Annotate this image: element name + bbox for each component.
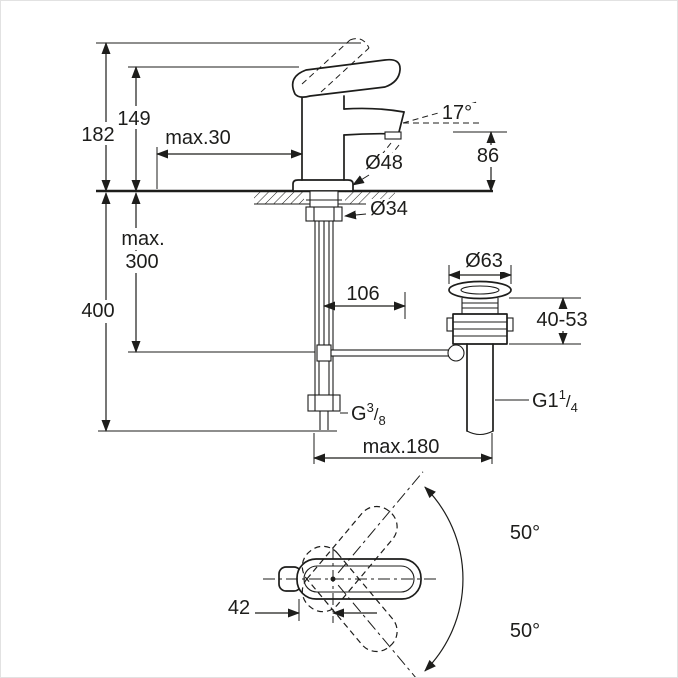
dim-86-label: 86 xyxy=(477,145,499,167)
dim-max180-label: max.180 xyxy=(363,436,440,458)
label-g3-8: G3/8 xyxy=(340,400,386,428)
label-50deg-upper: 50° xyxy=(510,522,540,544)
handle-swing-dashed-up xyxy=(301,471,424,613)
dim-106-label: 106 xyxy=(346,283,379,305)
label-g1-1-4-text: G11/4 xyxy=(532,387,578,415)
swing-arc xyxy=(424,486,464,672)
dim-dia63-label: Ø63 xyxy=(465,250,503,272)
dim-400-label: 400 xyxy=(81,300,114,322)
spout xyxy=(343,107,405,140)
label-dia48: Ø48 xyxy=(352,152,407,186)
dim-max30-label: max.30 xyxy=(165,127,231,149)
dim-max300-label-line2: 300 xyxy=(125,251,158,273)
label-dia48-text: Ø48 xyxy=(365,152,403,174)
pivot-point xyxy=(330,576,336,582)
label-g1-1-4: G11/4 xyxy=(495,387,578,415)
dim-17deg-label: 17° xyxy=(442,102,472,124)
dim-400: 400 xyxy=(80,192,118,432)
drain-assembly xyxy=(446,280,514,436)
deck-surface xyxy=(96,189,493,205)
dim-17deg: 17° xyxy=(402,101,479,124)
water-stream-dashed xyxy=(368,142,400,174)
dimensions-main-view: 182 149 max.30 17° 86 xyxy=(80,42,593,464)
dim-40-53-label: 40-53 xyxy=(536,309,587,331)
dim-40-53: 40-53 xyxy=(532,297,593,345)
rod-ball-joint xyxy=(447,344,465,362)
mounting-hardware xyxy=(305,190,343,222)
dim-max180: max.180 xyxy=(313,436,493,463)
dim-106: 106 xyxy=(323,283,406,311)
dim-max300: max. 300 xyxy=(118,192,168,353)
dim-182-label: 182 xyxy=(81,124,114,146)
label-g3-8-text: G3/8 xyxy=(351,400,386,428)
faucet-lever xyxy=(291,58,401,98)
label-dia34-text: Ø34 xyxy=(370,198,408,220)
dim-86: 86 xyxy=(472,131,504,192)
faucet-body xyxy=(292,95,354,192)
supply-thread-nut xyxy=(307,394,341,430)
dim-42-label: 42 xyxy=(228,597,250,619)
label-dia34: Ø34 xyxy=(344,198,412,220)
lever-raised-dashed xyxy=(301,38,370,93)
top-view: 50° 50° 42 xyxy=(228,471,540,677)
label-50deg-lower: 50° xyxy=(510,620,540,642)
drain-flange xyxy=(448,280,512,300)
drain-tailpipe xyxy=(447,343,494,436)
dim-149-label: 149 xyxy=(117,108,150,130)
dim-dia63: Ø63 xyxy=(448,250,512,280)
drain-body xyxy=(446,298,514,345)
dim-42: 42 xyxy=(228,597,377,621)
dim-182: 182 xyxy=(80,42,116,192)
dim-max30: max.30 xyxy=(156,127,303,159)
dim-max300-label-line1: max. xyxy=(121,228,164,250)
dim-149: 149 xyxy=(116,66,152,192)
pop-up-rod xyxy=(316,221,450,362)
